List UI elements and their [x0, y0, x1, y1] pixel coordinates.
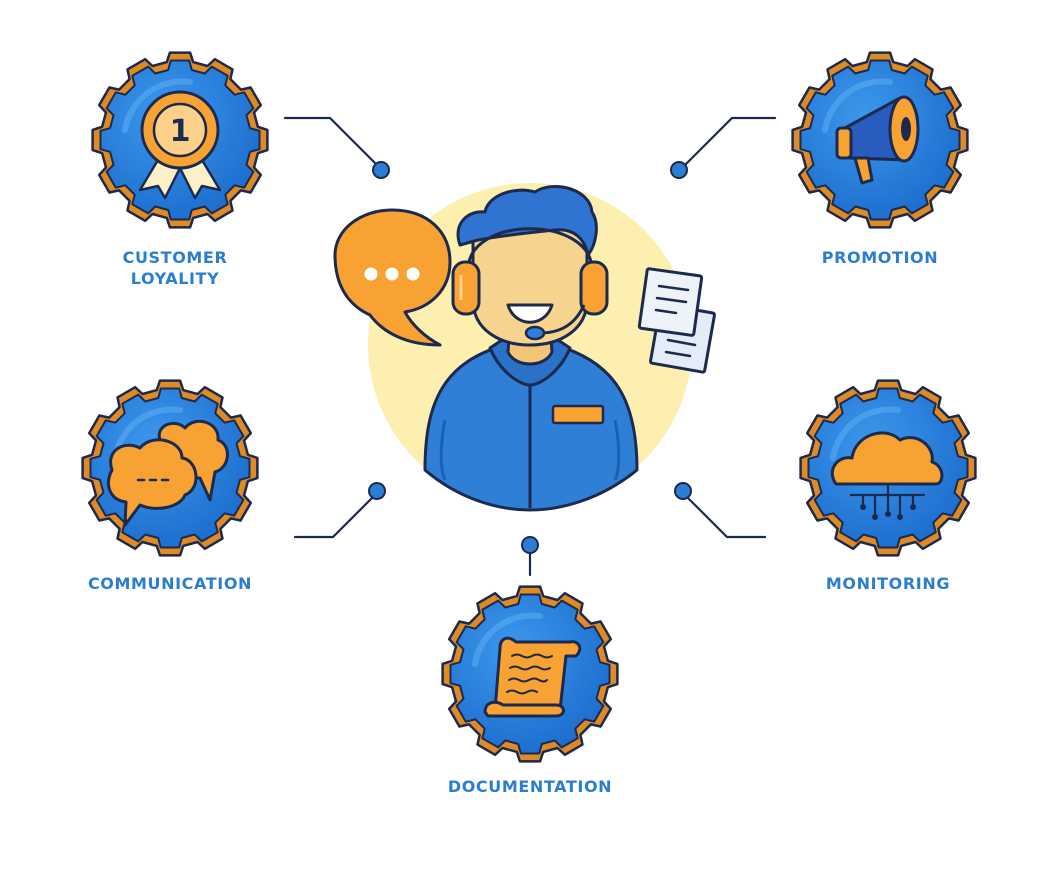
gear-shine: [822, 78, 893, 133]
gear-promotion: [791, 51, 969, 229]
label-line: COMMUNICATION: [87, 574, 253, 593]
connector-dot: [674, 482, 692, 500]
label-line: LOYALITY: [130, 269, 220, 288]
gear-documentation: [441, 585, 619, 763]
connector-customer-loyalty: [283, 116, 380, 168]
gear-shine: [472, 612, 543, 667]
cloud-network-icon: [830, 431, 944, 520]
gear-customer-loyalty: 1: [91, 51, 269, 229]
speech-bubble-dots: [364, 267, 420, 281]
gear-communication: [81, 379, 259, 557]
label-documentation: DOCUMENTATION: [435, 776, 625, 797]
label-line: CUSTOMER: [122, 248, 228, 267]
papers-icon: [637, 267, 716, 374]
connector-monitoring: [685, 495, 767, 539]
medal-icon: 1: [138, 90, 222, 200]
headset-left-earcup: [451, 260, 481, 316]
label-customer-loyalty: CUSTOMER LOYALITY: [95, 247, 255, 289]
label-line: DOCUMENTATION: [447, 777, 613, 796]
connector-dot: [372, 161, 390, 179]
gear-shine: [122, 78, 193, 133]
agent-smile: [506, 303, 554, 324]
center-illustration: [333, 183, 716, 512]
label-promotion: PROMOTION: [800, 247, 960, 268]
chat-bubbles-icon: [107, 419, 229, 527]
gear-monitoring: [799, 379, 977, 557]
megaphone-icon: [835, 95, 920, 185]
medal-number: 1: [170, 114, 191, 149]
connector-lines: [283, 116, 777, 577]
connector-promotion: [682, 116, 777, 168]
scroll-document-icon: [483, 636, 582, 718]
connector-dot: [521, 536, 539, 554]
name-badge: [551, 404, 605, 425]
label-monitoring: MONITORING: [808, 573, 968, 594]
connector-dots: [368, 161, 692, 554]
label-line: PROMOTION: [821, 248, 939, 267]
headset-band: [466, 227, 594, 271]
headset-right-earcup: [579, 260, 609, 316]
label-line: MONITORING: [825, 574, 951, 593]
connector-dot: [670, 161, 688, 179]
label-communication: COMMUNICATION: [80, 573, 260, 594]
connector-dot: [368, 482, 386, 500]
connector-communication: [293, 495, 375, 539]
gear-shine: [830, 406, 901, 461]
